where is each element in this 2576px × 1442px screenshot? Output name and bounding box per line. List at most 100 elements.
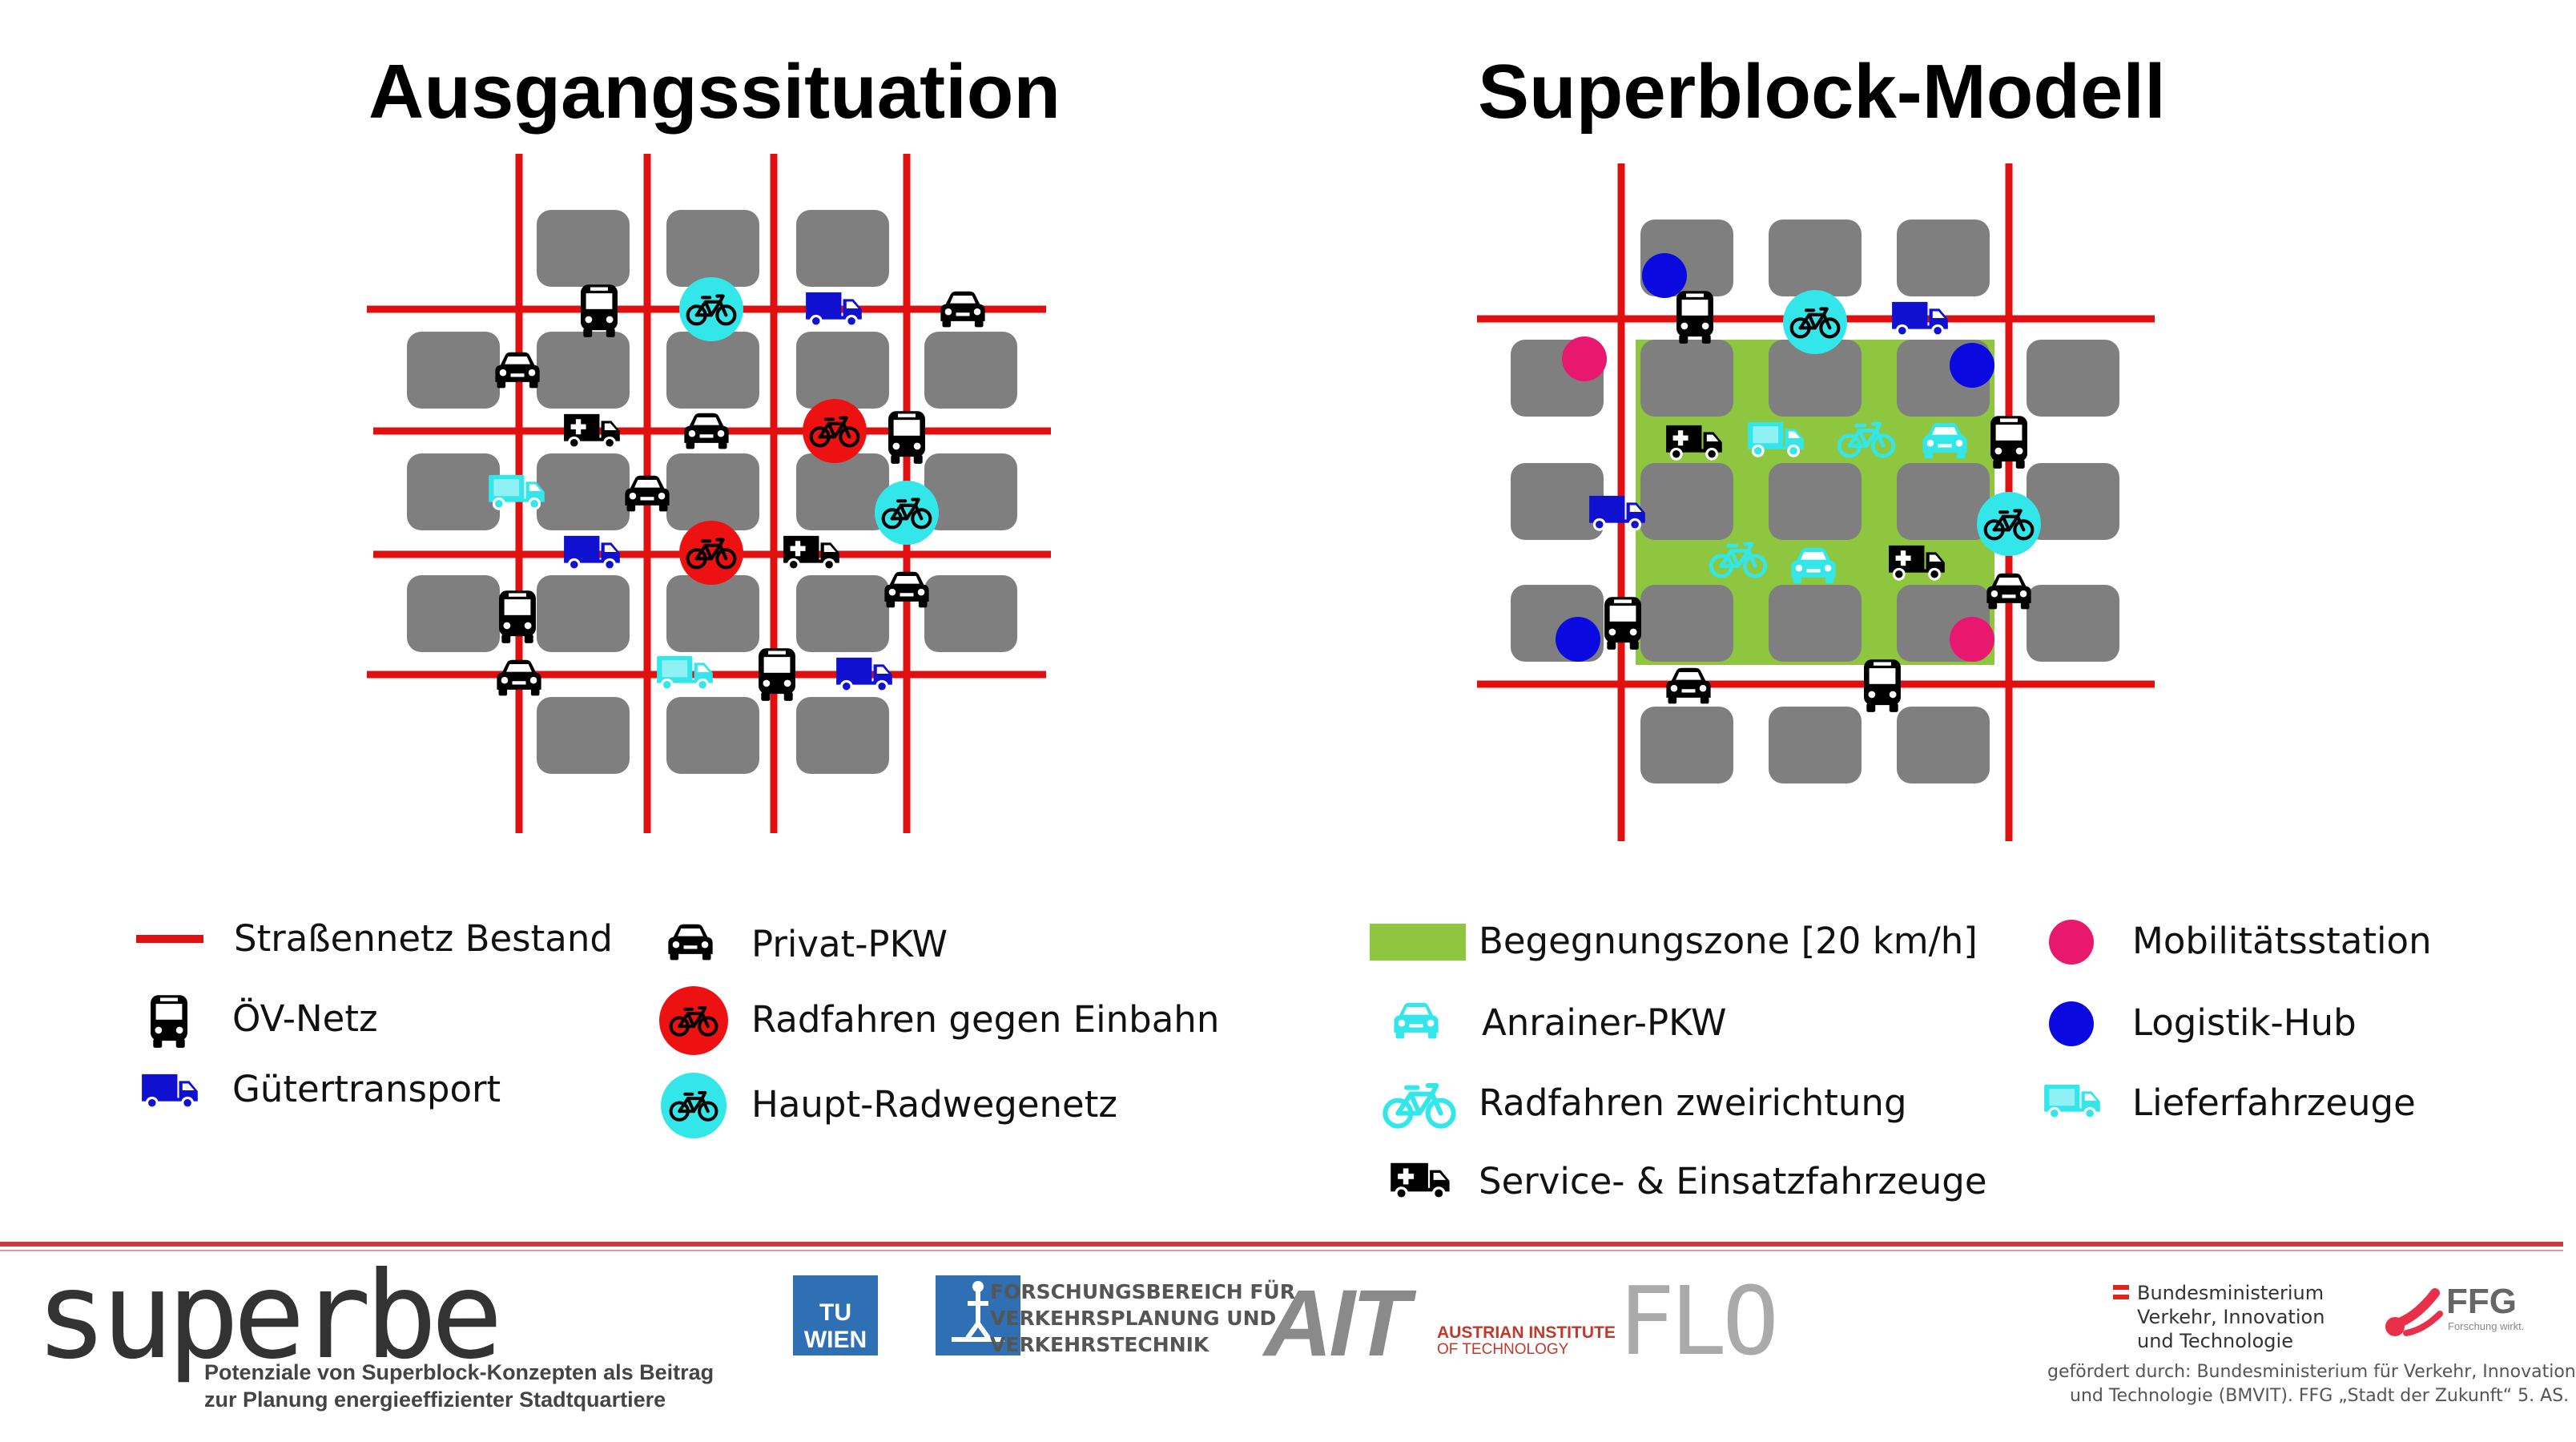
- ministry-line1: Bundesministerium: [2137, 1282, 2324, 1304]
- block: [1769, 220, 1862, 296]
- title-ausgangssituation: Ausgangssituation: [368, 49, 1061, 135]
- block: [1640, 585, 1733, 662]
- project-subtitle-line1: Potenziale von Superblock-Konzepten als …: [204, 1360, 714, 1384]
- block: [924, 575, 1017, 652]
- legend-label-car: Privat-PKW: [751, 923, 948, 965]
- block: [407, 453, 500, 530]
- ait-logo: AIT: [1264, 1271, 1410, 1376]
- car-icon: [668, 924, 713, 961]
- mobility-station-dot: [1950, 617, 1994, 662]
- tu-wien-logo: TU WIEN: [793, 1275, 878, 1355]
- block: [2027, 463, 2119, 540]
- cyan-delivery-truck-icon: [2043, 1083, 2102, 1120]
- block: [666, 210, 759, 287]
- legend-label-service: Service- & Einsatzfahrzeuge: [1479, 1160, 1987, 1202]
- block: [1897, 707, 1990, 783]
- tu-dept-line3: VERKEHRSTECHNIK: [990, 1333, 1210, 1356]
- block: [796, 697, 889, 774]
- block: [1897, 220, 1990, 296]
- footer-divider-thin: [0, 1250, 2563, 1251]
- legend-label-zone: Begegnungszone [20 km/h]: [1479, 920, 1978, 962]
- block: [1769, 463, 1862, 540]
- funding-line1: gefördert durch: Bundesministerium für V…: [2047, 1362, 2576, 1382]
- ait-name-line2: OF TECHNOLOGY: [1437, 1341, 1569, 1358]
- block: [1769, 340, 1862, 417]
- mobility-station-dot: [1562, 336, 1607, 381]
- block: [407, 332, 500, 409]
- block: [1640, 340, 1733, 417]
- block: [537, 453, 630, 530]
- funding-line2: und Technologie (BMVIT). FFG „Stadt der …: [2070, 1386, 2570, 1406]
- austria-flag-icon: [2113, 1285, 2129, 1299]
- block: [2027, 585, 2119, 662]
- block: [924, 332, 1017, 409]
- legend-label-freight: Gütertransport: [232, 1068, 501, 1110]
- blue-dot-icon: [2049, 1001, 2094, 1046]
- block: [1640, 707, 1733, 783]
- tu-dept-logo-icon: [936, 1275, 1020, 1355]
- ffg-logo: FFG: [2446, 1282, 2517, 1321]
- block: [537, 210, 630, 287]
- bike-cyan-circle-icon: [1783, 290, 1847, 354]
- legend-label-hub: Logistik-Hub: [2132, 1001, 2357, 1044]
- block: [1640, 463, 1733, 540]
- legend-label-road: Straßennetz Bestand: [234, 917, 613, 960]
- legend-label-bike-red: Radfahren gegen Einbahn: [751, 998, 1220, 1041]
- legend-label-bus: ÖV-Netz: [232, 997, 378, 1040]
- block: [537, 575, 630, 652]
- title-superblock-modell: Superblock-Modell: [1478, 49, 2166, 135]
- legend-label-bike-cyan: Haupt-Radwegenetz: [751, 1083, 1118, 1126]
- tu-dept-line1: FORSCHUNGSBEREICH FÜR: [990, 1280, 1295, 1303]
- bike-red-circle-icon: [679, 521, 743, 585]
- logistik-hub-dot: [1642, 253, 1687, 298]
- legend-label-bike-two-way: Radfahren zweirichtung: [1479, 1082, 1907, 1124]
- block: [1769, 707, 1862, 783]
- block: [796, 575, 889, 652]
- logistik-hub-dot: [1950, 343, 1994, 388]
- cyan-bike-icon: [1385, 1086, 1453, 1126]
- block: [2027, 340, 2119, 417]
- bus-icon: [151, 995, 187, 1048]
- block: [924, 453, 1017, 530]
- block: [1511, 463, 1604, 540]
- cyan-car-icon: [1394, 1002, 1439, 1039]
- block: [537, 697, 630, 774]
- block: [666, 332, 759, 409]
- legend-label-mobility: Mobilitätsstation: [2132, 920, 2432, 962]
- block: [1769, 585, 1862, 662]
- bike-red-circle-icon: [659, 986, 728, 1055]
- block: [796, 210, 889, 287]
- ministry-line3: und Technologie: [2137, 1330, 2293, 1352]
- bike-cyan-circle-icon: [875, 481, 939, 545]
- footer-divider: [0, 1242, 2563, 1247]
- ministry-line2: Verkehr, Innovation: [2137, 1306, 2325, 1328]
- block: [796, 453, 889, 530]
- block: [407, 575, 500, 652]
- bike-cyan-circle-icon: [661, 1073, 727, 1138]
- tu-wien-logo-text: TU WIEN: [803, 1299, 867, 1353]
- pink-dot-icon: [2049, 920, 2094, 965]
- legend-label-delivery: Lieferfahrzeuge: [2132, 1082, 2416, 1124]
- ait-name-line1: AUSTRIAN INSTITUTE: [1437, 1323, 1616, 1342]
- logistik-hub-dot: [1556, 617, 1600, 662]
- block: [666, 697, 759, 774]
- block: [666, 575, 759, 652]
- bike-red-circle-icon: [803, 399, 867, 463]
- tu-dept-line2: VERKEHRSPLANUNG UND: [990, 1307, 1277, 1330]
- green-zone-icon: [1370, 924, 1466, 961]
- legend-label-resident-car: Anrainer-PKW: [1482, 1001, 1727, 1044]
- bike-cyan-circle-icon: [679, 277, 743, 341]
- ambulance-icon: [1389, 1162, 1451, 1200]
- block: [537, 332, 630, 409]
- truck-icon: [140, 1073, 199, 1110]
- superbe-logo: superbe: [35, 1247, 503, 1386]
- bike-cyan-circle-icon: [1977, 492, 2041, 556]
- block: [1897, 463, 1990, 540]
- block: [796, 332, 889, 409]
- road-line-icon: [136, 935, 203, 943]
- project-subtitle-line2: zur Planung energieeffizienter Stadtquar…: [204, 1388, 666, 1412]
- ffg-tagline: Forschung wirkt.: [2448, 1320, 2525, 1332]
